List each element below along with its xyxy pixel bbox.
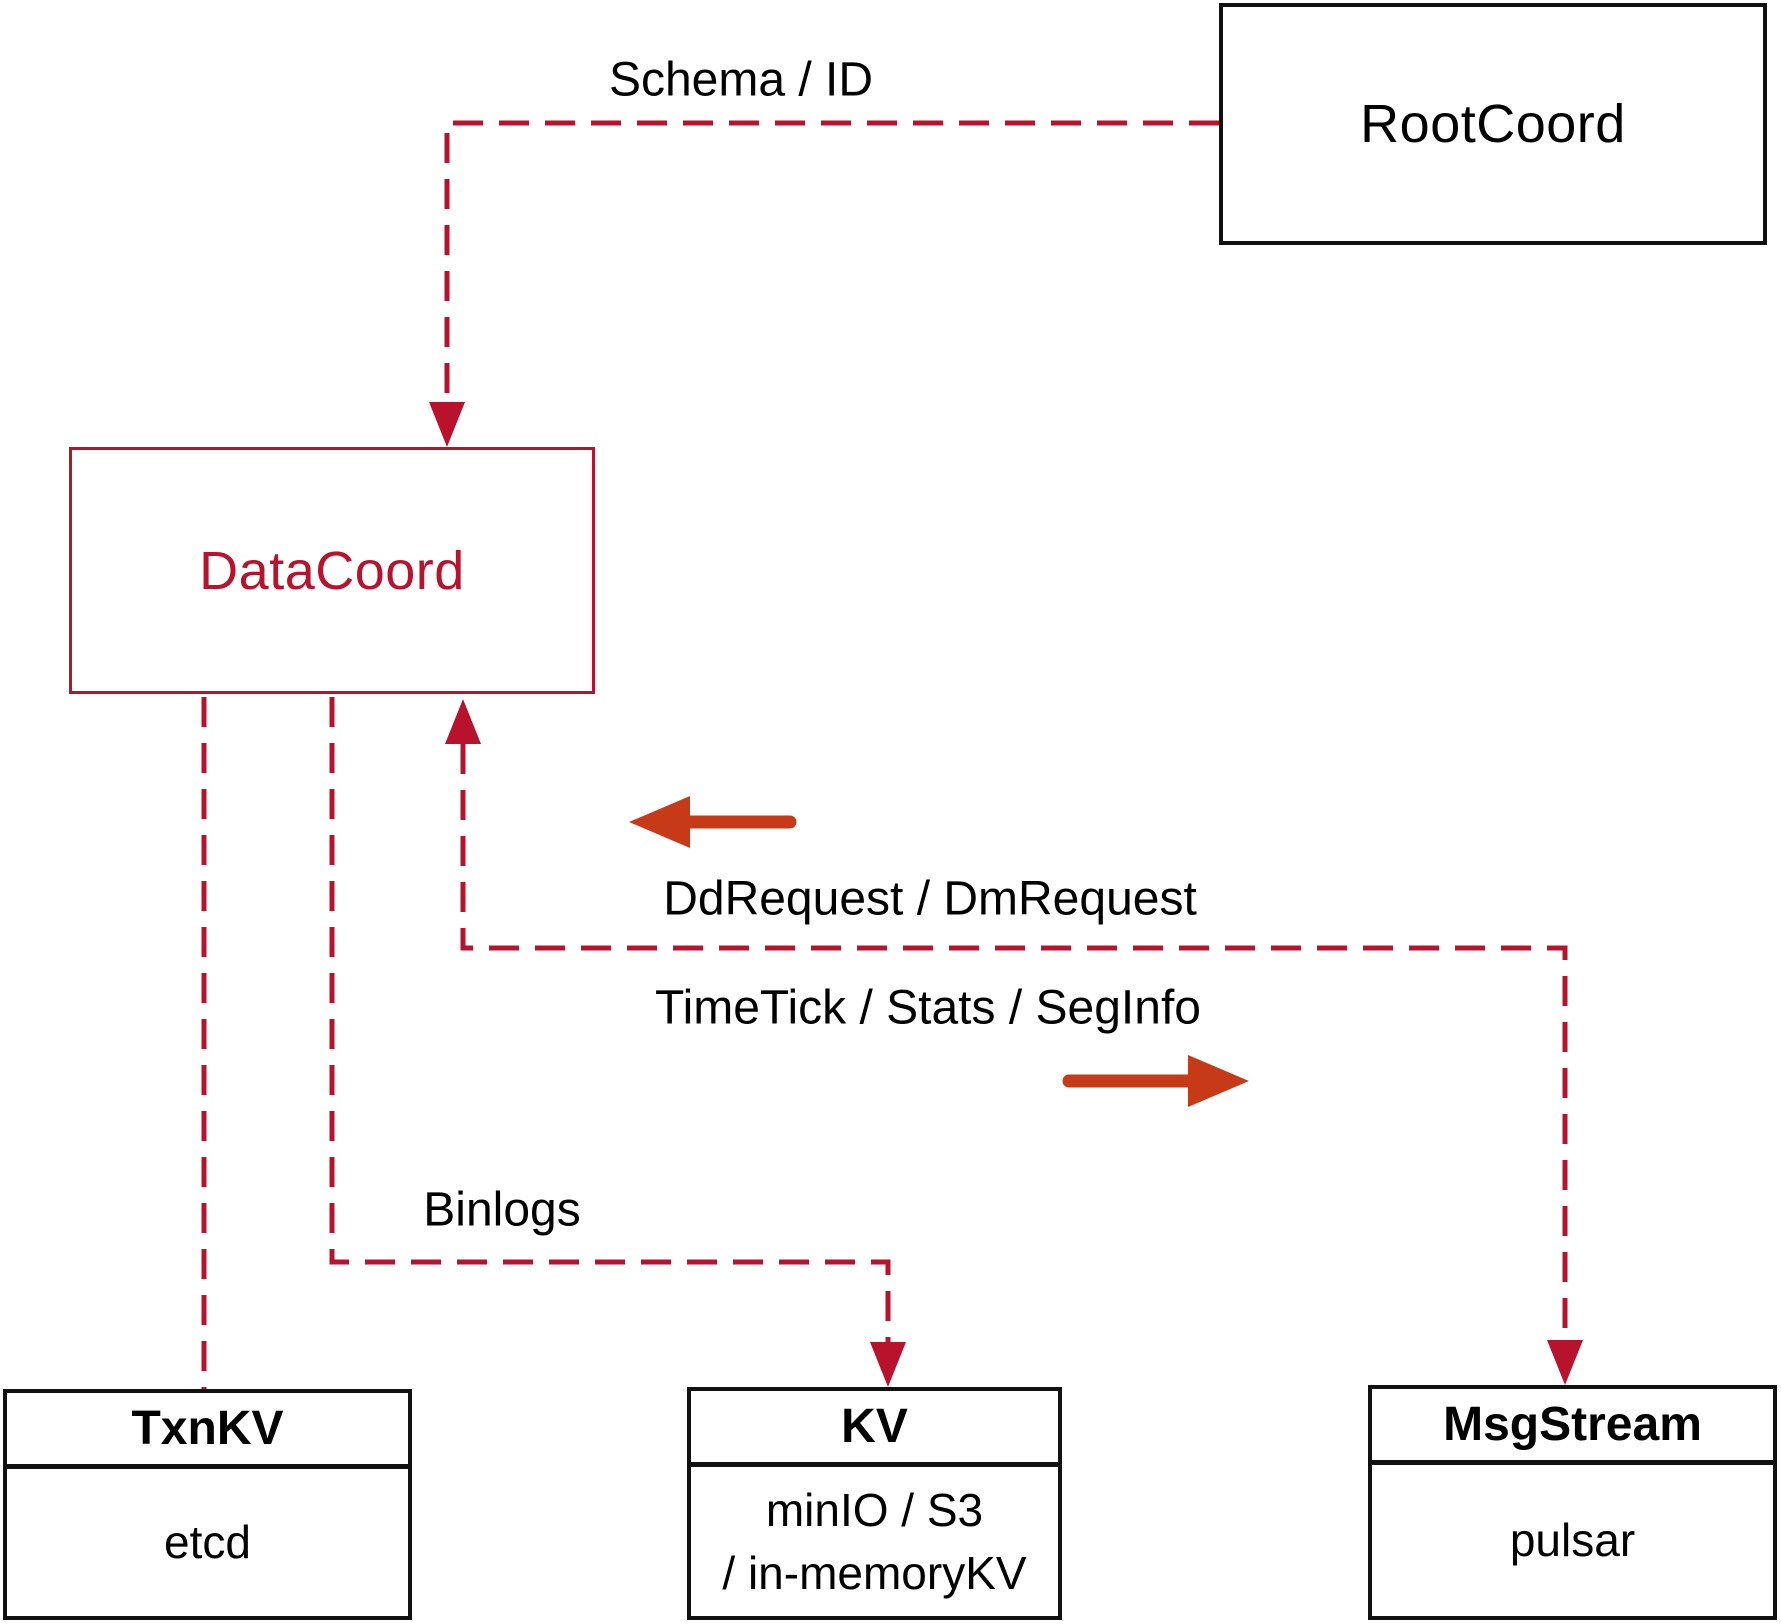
kv-body-line-1: minIO / S3: [765, 1483, 984, 1536]
edge-schema-id-line: [444, 120, 1219, 402]
rootcoord-label: RootCoord: [1360, 94, 1626, 154]
arrowhead-into-datacoord-top-icon: [429, 402, 465, 447]
right-direction-arrow-icon: [1188, 1055, 1249, 1107]
edge-label-timetick-stats-seginfo: TimeTick / Stats / SegInfo: [655, 981, 1201, 1035]
arrowhead-into-datacoord-bottom-icon: [445, 699, 481, 744]
msgstream-title: MsgStream: [1372, 1389, 1773, 1465]
txnkv-body: etcd: [164, 1516, 251, 1568]
datacoord-label: DataCoord: [199, 540, 465, 601]
kv-body: minIO / S3 / in-memoryKV: [691, 1467, 1058, 1616]
edge-binlogs-line: [329, 697, 891, 1342]
edge-label-binlogs: Binlogs: [423, 1183, 581, 1237]
kv-body-line-2: / in-memoryKV: [722, 1546, 1027, 1599]
msgstream-body: pulsar: [1509, 1514, 1636, 1566]
arrowhead-into-msgstream-top-icon: [1547, 1340, 1583, 1385]
edge-label-schema-id: Schema / ID: [608, 53, 874, 107]
edge-msgstream-datacoord-line: [460, 744, 1568, 1340]
node-msgstream: MsgStream pulsar: [1368, 1385, 1777, 1620]
left-direction-arrow-icon: [629, 796, 690, 848]
node-kv: KV minIO / S3 / in-memoryKV: [687, 1387, 1062, 1620]
txnkv-title: TxnKV: [7, 1393, 408, 1469]
edge-label-ddrequest-dmrequest: DdRequest / DmRequest: [663, 872, 1197, 926]
node-txnkv: TxnKV etcd: [3, 1389, 412, 1620]
arrowhead-into-kv-top-icon: [870, 1342, 906, 1387]
node-datacoord: DataCoord: [69, 447, 595, 694]
kv-title: KV: [691, 1391, 1058, 1467]
node-rootcoord: RootCoord: [1219, 3, 1767, 245]
